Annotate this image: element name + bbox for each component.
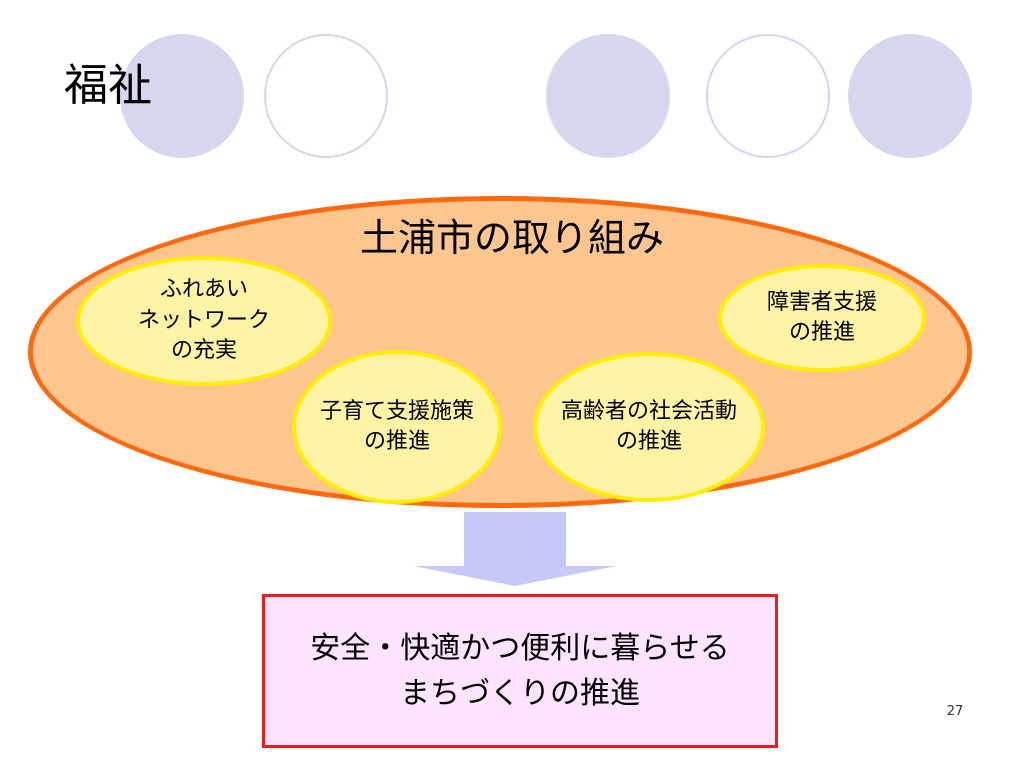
decor-circle — [546, 34, 670, 158]
initiative-bubble-network: ふれあい ネットワーク の充実 — [76, 256, 332, 386]
decor-circle-outline — [706, 34, 830, 158]
page-number: 27 — [946, 704, 964, 719]
decor-circle — [848, 34, 972, 158]
initiative-bubble-childcare: 子育て支援施策 の推進 — [292, 350, 502, 504]
result-box: 安全・快適かつ便利に暮らせる まちづくりの推進 — [262, 594, 778, 748]
initiative-bubble-elderly: 高齢者の社会活動 の推進 — [533, 352, 765, 502]
down-arrow-icon — [414, 512, 616, 586]
initiative-bubble-disability: 障害者支援 の推進 — [718, 264, 926, 372]
decor-circle — [120, 34, 244, 158]
main-label: 土浦市の取り組み — [359, 216, 664, 260]
decor-circle-outline — [264, 34, 388, 158]
page-title: 福祉 — [64, 60, 152, 111]
